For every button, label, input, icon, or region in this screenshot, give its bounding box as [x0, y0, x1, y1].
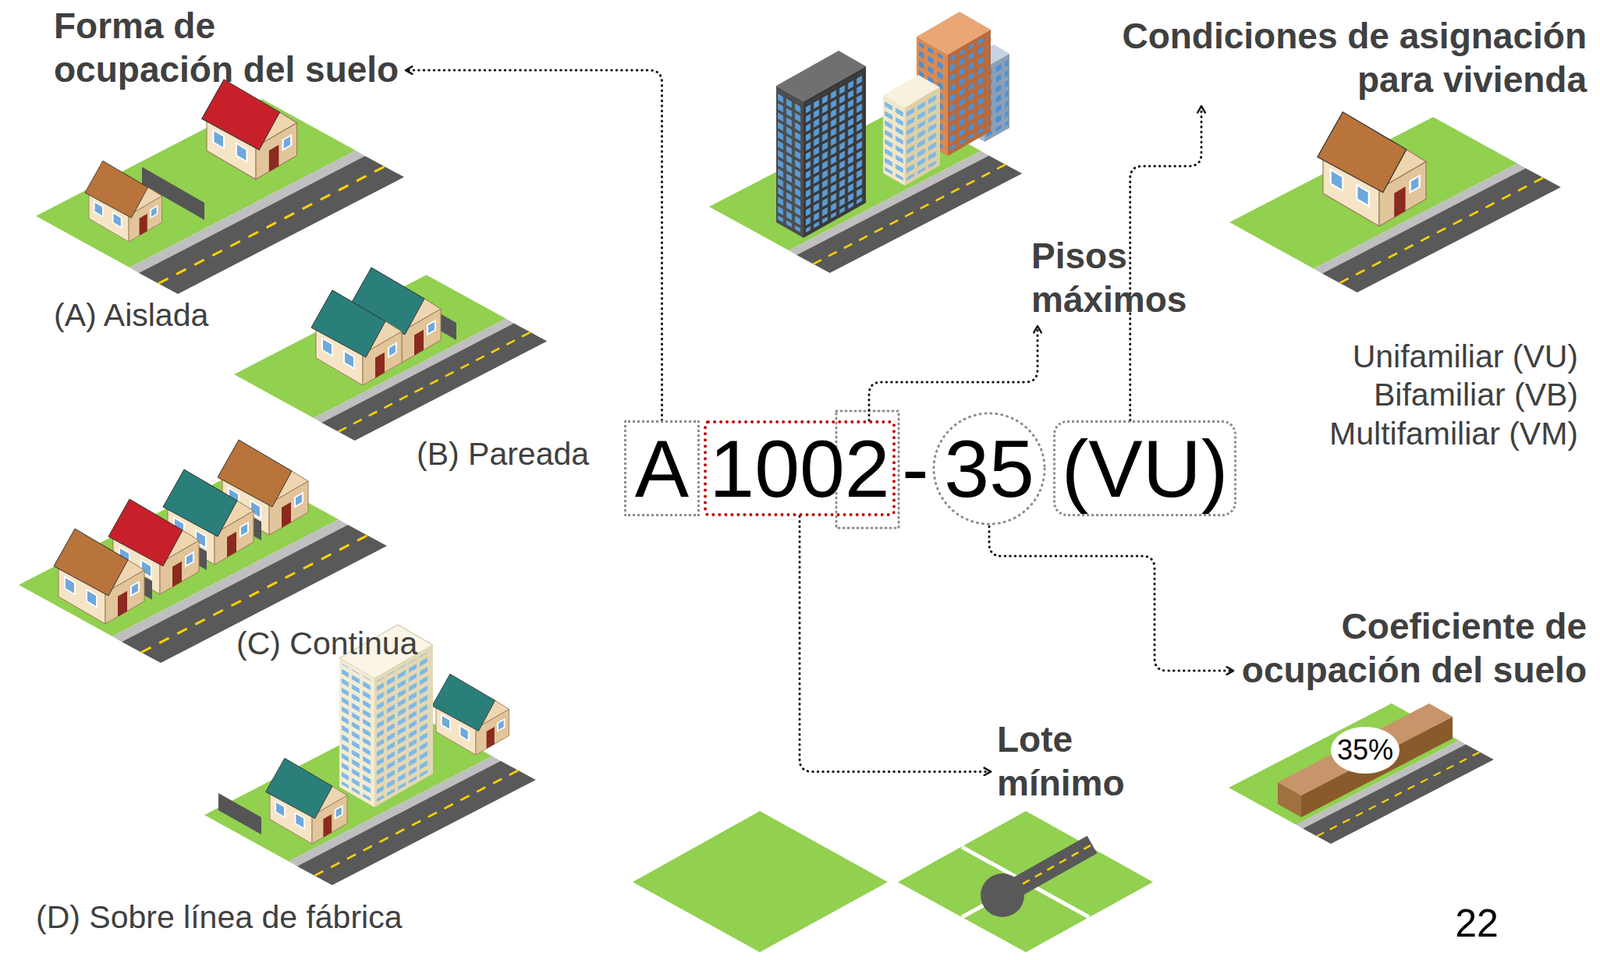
panel-vivienda — [1229, 112, 1561, 293]
code-text: A — [635, 428, 689, 510]
caption-label: Multifamiliar (VM) — [1329, 415, 1579, 454]
code-text: (VU) — [1061, 428, 1229, 510]
heading-text: Coeficiente de ocupación del suelo — [1239, 604, 1587, 692]
panel-buildings — [709, 11, 1022, 274]
heading-box: Lote mínimo — [996, 717, 1015, 806]
code-text: 1002 — [709, 428, 890, 510]
heading-box: Coeficiente de ocupación del suelo — [1239, 604, 1587, 692]
code-segment-box: A — [624, 420, 700, 517]
caption-label: Bifamiliar (VB) — [1373, 376, 1579, 415]
dotted-connector — [405, 70, 663, 421]
panel-coeficiente — [1228, 703, 1494, 845]
dotted-connector — [869, 326, 1038, 421]
page-number: 22 — [1454, 900, 1499, 948]
caption-label: (D) Sobre línea de fábrica — [35, 898, 402, 937]
caption-label: Unifamiliar (VU) — [1352, 337, 1579, 377]
code-text: - — [901, 420, 930, 517]
caption-label: (C) Continua — [236, 624, 418, 664]
heading-text: Forma de ocupación del suelo — [53, 3, 401, 92]
dotted-connector — [799, 516, 991, 772]
code-circle-line — [933, 413, 1045, 525]
heading-box: Forma de ocupación del suelo — [53, 3, 401, 92]
heading-text: Condiciones de asignación para vivienda — [1087, 14, 1587, 102]
panel-lote — [632, 811, 1153, 953]
heading-box: Condiciones de asignación para vivienda — [1087, 14, 1587, 102]
code-segment-box: 1002 — [703, 420, 896, 517]
code-text: 35 — [943, 428, 1035, 510]
caption-label: (B) Pareada — [416, 435, 589, 474]
code-segment-circle: 35 — [931, 411, 1047, 527]
percentage-label: 35% — [1337, 733, 1394, 767]
code-segment-box: (VU) — [1053, 420, 1237, 517]
caption-label: (A) Aislada — [53, 296, 209, 335]
heading-text: Pisos máximos — [1031, 234, 1050, 322]
dotted-connector — [1130, 106, 1202, 421]
heading-box: Pisos máximos — [1031, 234, 1050, 322]
panel-pareada — [234, 267, 547, 441]
panel-aislada — [35, 79, 405, 295]
heading-text: Lote mínimo — [996, 717, 1015, 806]
panel-linea-fabrica — [204, 624, 536, 886]
dotted-connector — [989, 526, 1234, 671]
